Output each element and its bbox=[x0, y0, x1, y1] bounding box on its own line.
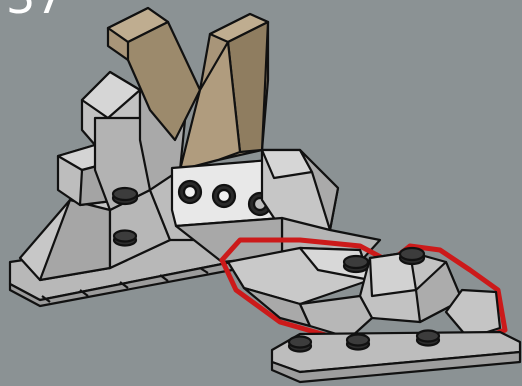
base-plate-right bbox=[272, 331, 520, 383]
